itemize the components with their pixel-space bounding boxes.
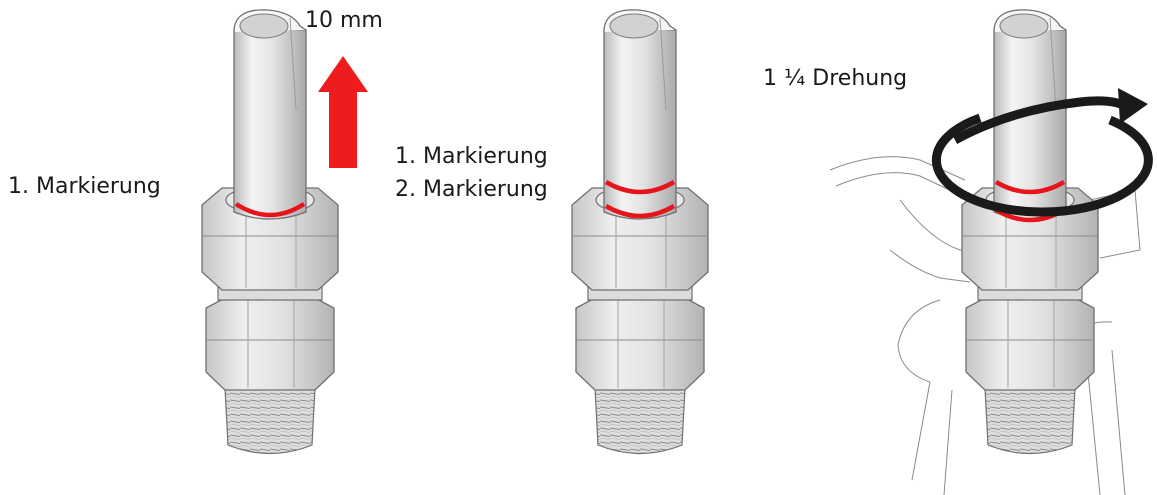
arrow-up-icon xyxy=(318,56,368,168)
panel1-marking-label: 1. Markierung xyxy=(8,174,161,199)
marking-ring-2 xyxy=(604,204,676,219)
lift-distance-label: 10 mm xyxy=(305,8,383,33)
fitting-panel-1 xyxy=(201,9,368,455)
panel2-marking-1-label: 1. Markierung xyxy=(395,144,548,169)
rotation-label: 1 ¼ Drehung xyxy=(763,66,907,91)
rotate-clockwise-icon xyxy=(931,88,1153,217)
marking-ring-1 xyxy=(994,180,1066,195)
marking-ring-1 xyxy=(234,202,306,218)
marking-ring-1 xyxy=(604,180,676,195)
fitting-panel-3 xyxy=(829,9,1153,495)
fitting-panel-2 xyxy=(571,9,709,455)
panel2-marking-2-label: 2. Markierung xyxy=(395,177,548,202)
